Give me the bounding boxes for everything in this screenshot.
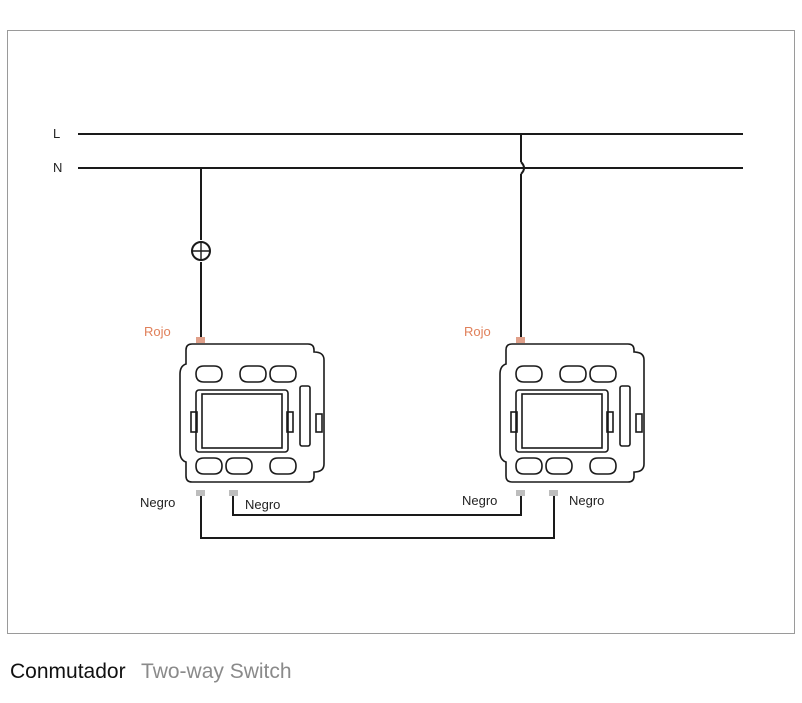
left-red-terminal <box>196 337 205 343</box>
right-negro-label-2: Negro <box>569 493 604 508</box>
traveler-wire-outer <box>200 496 555 539</box>
right-negro-terminal-2 <box>549 490 558 496</box>
lamp-icon <box>191 241 211 261</box>
left-switch-icon <box>179 343 325 483</box>
right-negro-label-1: Negro <box>462 493 497 508</box>
caption-english: Two-way Switch <box>141 660 292 683</box>
right-rojo-label: Rojo <box>464 324 491 339</box>
right-switch-icon <box>499 343 645 483</box>
junction-icon <box>520 161 525 175</box>
caption: Conmutador Two-way Switch <box>10 660 292 684</box>
left-negro-terminal-2 <box>229 490 238 496</box>
caption-spanish: Conmutador <box>10 660 126 683</box>
left-negro-terminal-1 <box>196 490 205 496</box>
diagram-frame <box>7 30 795 634</box>
line-l-label: L <box>53 126 60 141</box>
right-negro-terminal-1 <box>516 490 525 496</box>
right-red-terminal <box>516 337 525 343</box>
left-negro-label-2: Negro <box>245 497 280 512</box>
line-n-label: N <box>53 160 62 175</box>
left-rojo-label: Rojo <box>144 324 171 339</box>
traveler-wire-inner <box>232 496 522 516</box>
left-negro-label-1: Negro <box>140 495 175 510</box>
